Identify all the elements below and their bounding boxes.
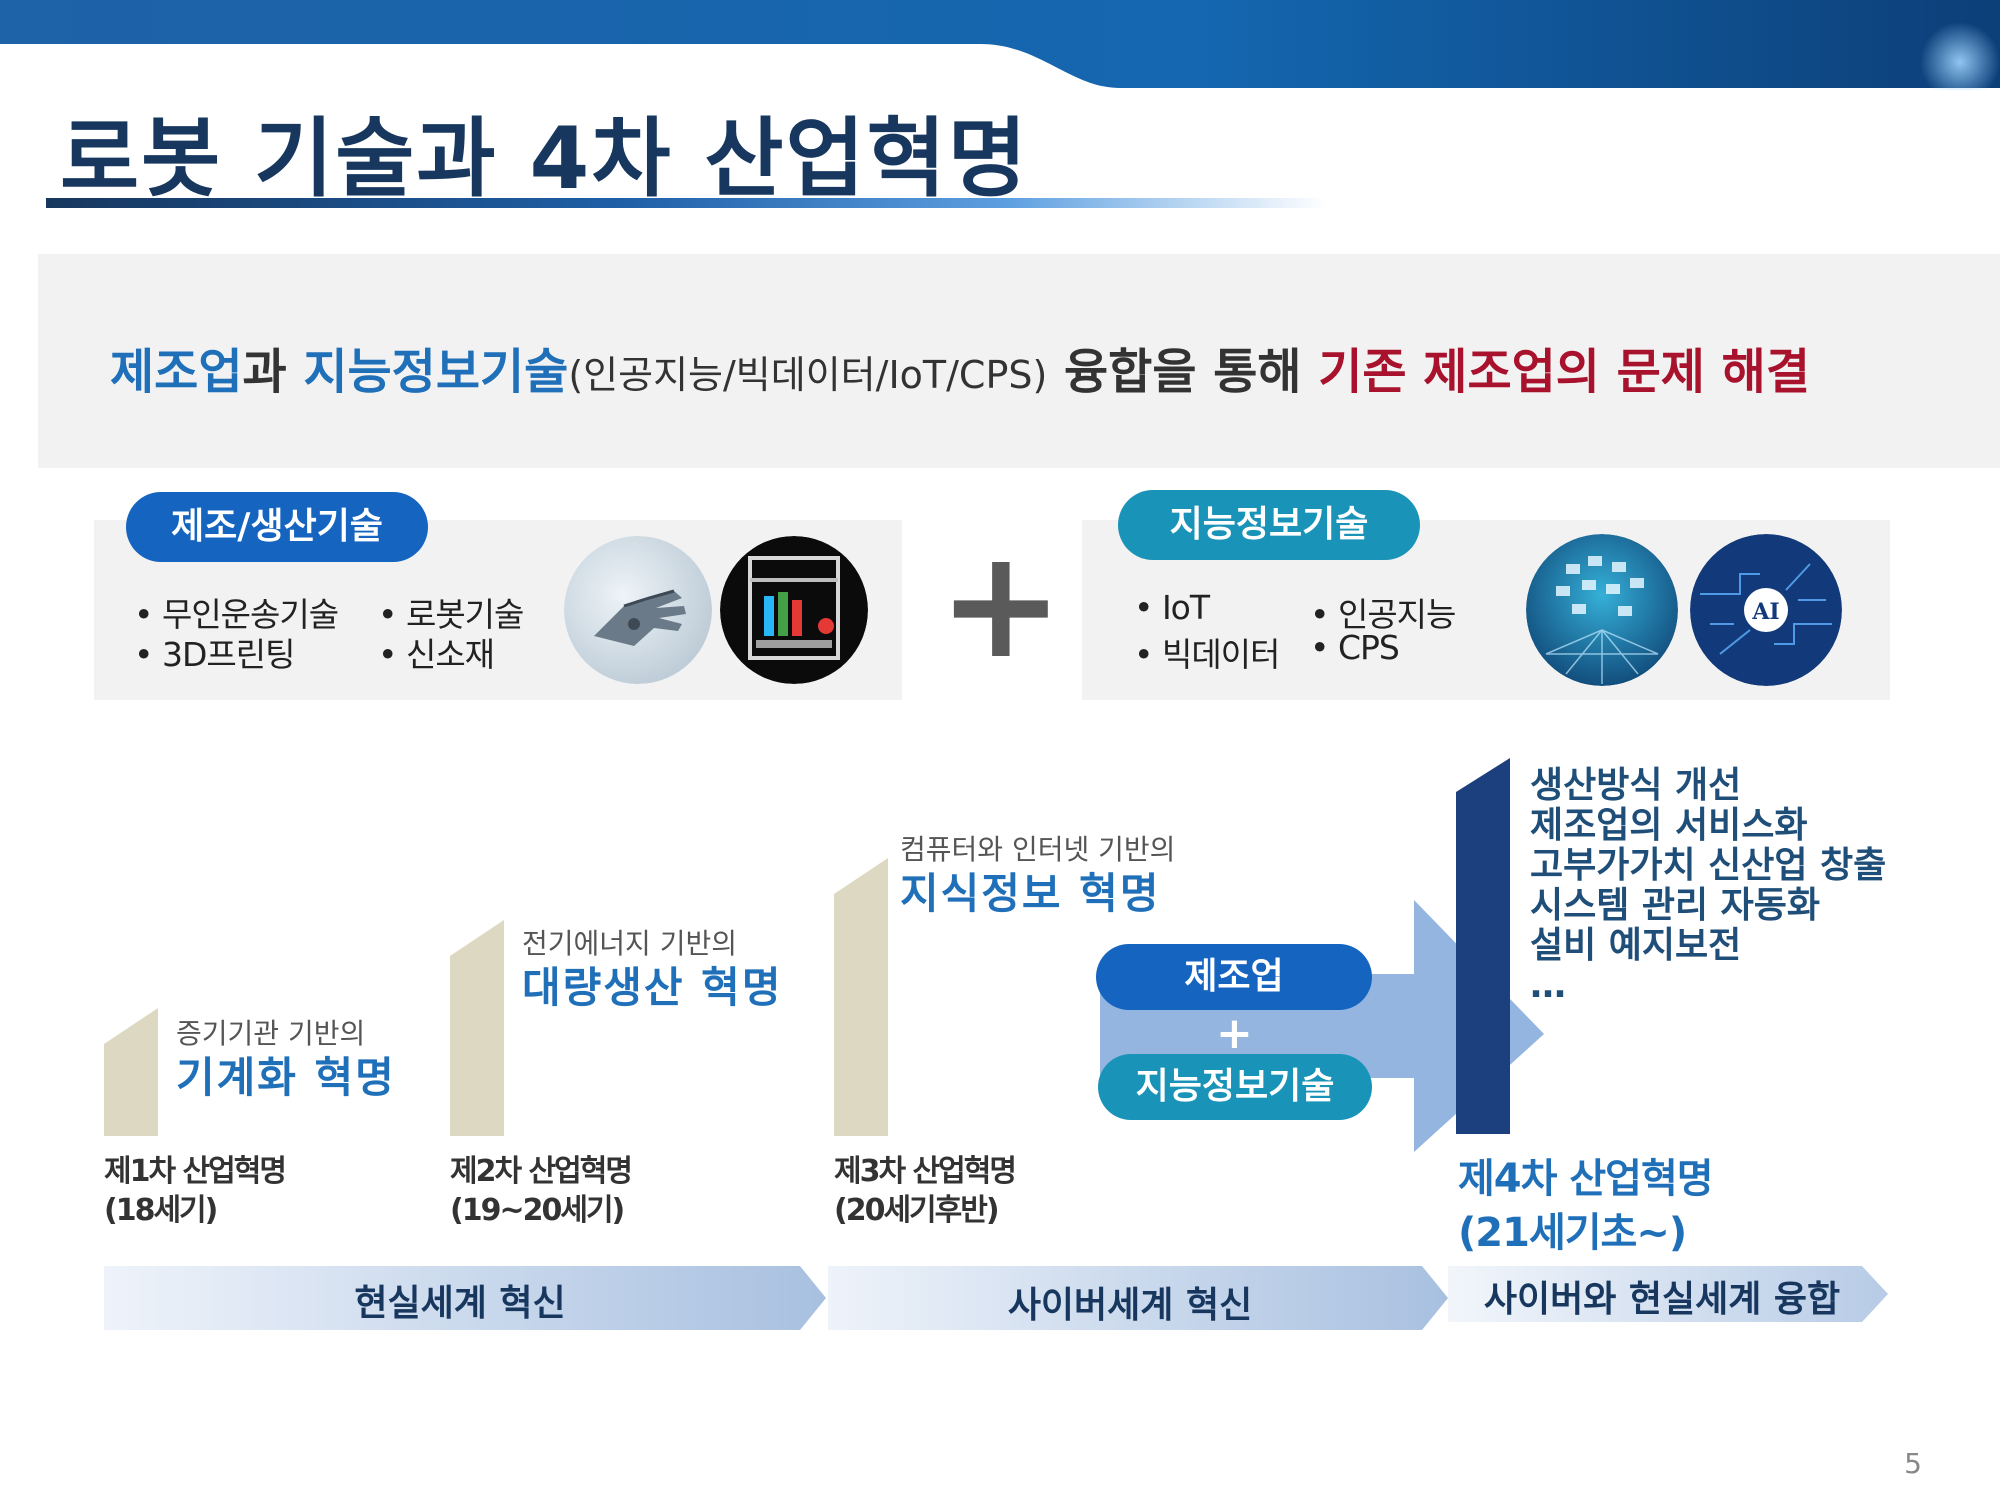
- revolution-3-era-period: (20세기후반): [834, 1193, 1000, 1228]
- banner-tech-list: (인공지능/빅데이터/IoT/CPS): [568, 353, 1048, 397]
- effect-item: …: [1530, 965, 1566, 1006]
- svg-text:AI: AI: [1751, 599, 1779, 625]
- intelligence-item-ai: • 인공지능: [1310, 595, 1456, 634]
- revolution-1-caption: 증기기관 기반의: [176, 1017, 366, 1050]
- axis-arrow-fusion: [1448, 1266, 1888, 1322]
- intelligence-label: 지능정보기술: [1118, 490, 1420, 560]
- intelligence-item-iot: • IoT: [1134, 588, 1210, 627]
- plus-sign: +: [938, 518, 1064, 692]
- page-title: 로봇 기술과 4차 산업혁명: [60, 109, 1029, 209]
- revolution-2-name: 대량생산 혁명: [522, 963, 783, 1012]
- axis-arrow-cyber: [828, 1266, 1448, 1330]
- fourth-revolution-period: (21세기초~): [1458, 1210, 1687, 1256]
- fusion-manufacturing-pill: 제조업: [1096, 944, 1372, 1010]
- effect-item: 시스템 관리 자동화: [1530, 885, 1821, 926]
- revolution-3-era-title: 제3차 산업혁명: [834, 1154, 1017, 1189]
- robot-hand-icon: [564, 536, 712, 684]
- manufacturing-label: 제조/생산기술: [126, 492, 428, 562]
- banner-intelligence: 지능정보기술: [303, 344, 569, 400]
- revolution-1-era-title: 제1차 산업혁명: [104, 1154, 287, 1189]
- riser-2: [450, 920, 504, 1136]
- fourth-revolution-era: 제4차 산업혁명 (21세기초~): [1458, 1152, 1714, 1260]
- fourth-revolution-title: 제4차 산업혁명: [1458, 1156, 1714, 1202]
- banner-manufacturing: 제조업: [110, 344, 243, 400]
- summary-statement: 제조업과 지능정보기술(인공지능/빅데이터/IoT/CPS) 융합을 통해 기존…: [110, 332, 1810, 402]
- axis-label-fusion: 사이버와 현실세계 융합: [1483, 1279, 1841, 1320]
- banner-through: 융합을 통해: [1047, 344, 1319, 400]
- title-underline: [46, 198, 1326, 208]
- axis-label-cyber: 사이버세계 혁신: [1007, 1285, 1253, 1326]
- revolution-2-era-title: 제2차 산업혁명: [450, 1154, 633, 1189]
- effect-item: 설비 예지보전: [1530, 925, 1742, 966]
- effect-item: 제조업의 서비스화: [1530, 805, 1808, 846]
- revolution-3-caption: 컴퓨터와 인터넷 기반의: [900, 833, 1176, 866]
- revolution-1-name: 기계화 혁명: [176, 1053, 396, 1102]
- fusion-arrow: [1100, 900, 1544, 1152]
- 3d-printer-icon: [720, 536, 868, 684]
- effect-item: 고부가가치 신산업 창출: [1530, 845, 1887, 886]
- header-band: [0, 0, 2000, 90]
- revolution-3-era: 제3차 산업혁명 (20세기후반): [834, 1152, 1017, 1230]
- manufacturing-item-material: • 신소재: [378, 635, 495, 674]
- riser-1: [104, 1008, 158, 1136]
- intelligence-item-cps: • CPS: [1310, 628, 1400, 667]
- revolution-1-era-period: (18세기): [104, 1193, 218, 1228]
- riser-3: [834, 858, 888, 1136]
- revolution-2-era: 제2차 산업혁명 (19~20세기): [450, 1152, 633, 1230]
- revolution-3-name: 지식정보 혁명: [900, 869, 1161, 918]
- manufacturing-item-unmanned: • 무인운송기술: [134, 595, 339, 634]
- fourth-revolution-effects: 생산방식 개선 제조업의 서비스화 고부가가치 신산업 창출 시스템 관리 자동…: [1530, 766, 1886, 1006]
- axis-label-real: 현실세계 혁신: [354, 1283, 566, 1324]
- manufacturing-item-robot: • 로봇기술: [378, 595, 524, 634]
- revolution-2-caption: 전기에너지 기반의: [522, 927, 737, 960]
- ai-circuit-icon: AI: [1690, 534, 1842, 686]
- banner-and: 과: [242, 344, 304, 400]
- revolution-2-era-period: (19~20세기): [450, 1193, 625, 1228]
- banner-goal: 기존 제조업의 문제 해결: [1318, 344, 1810, 400]
- fourth-revolution-bar: [1456, 758, 1510, 1134]
- summary-banner: [38, 254, 2000, 468]
- effect-item: 생산방식 개선: [1530, 765, 1742, 806]
- axis-arrow-real: [104, 1266, 826, 1330]
- fusion-plus-sign: +: [1216, 1008, 1253, 1059]
- manufacturing-item-3dprint: • 3D프린팅: [134, 635, 295, 674]
- revolution-1-era: 제1차 산업혁명 (18세기): [104, 1152, 287, 1230]
- fusion-intelligence-pill: 지능정보기술: [1098, 1054, 1372, 1120]
- iot-network-icon: [1526, 534, 1678, 686]
- intelligence-item-bigdata: • 빅데이터: [1134, 635, 1280, 674]
- page-number: 5: [1904, 1447, 1922, 1480]
